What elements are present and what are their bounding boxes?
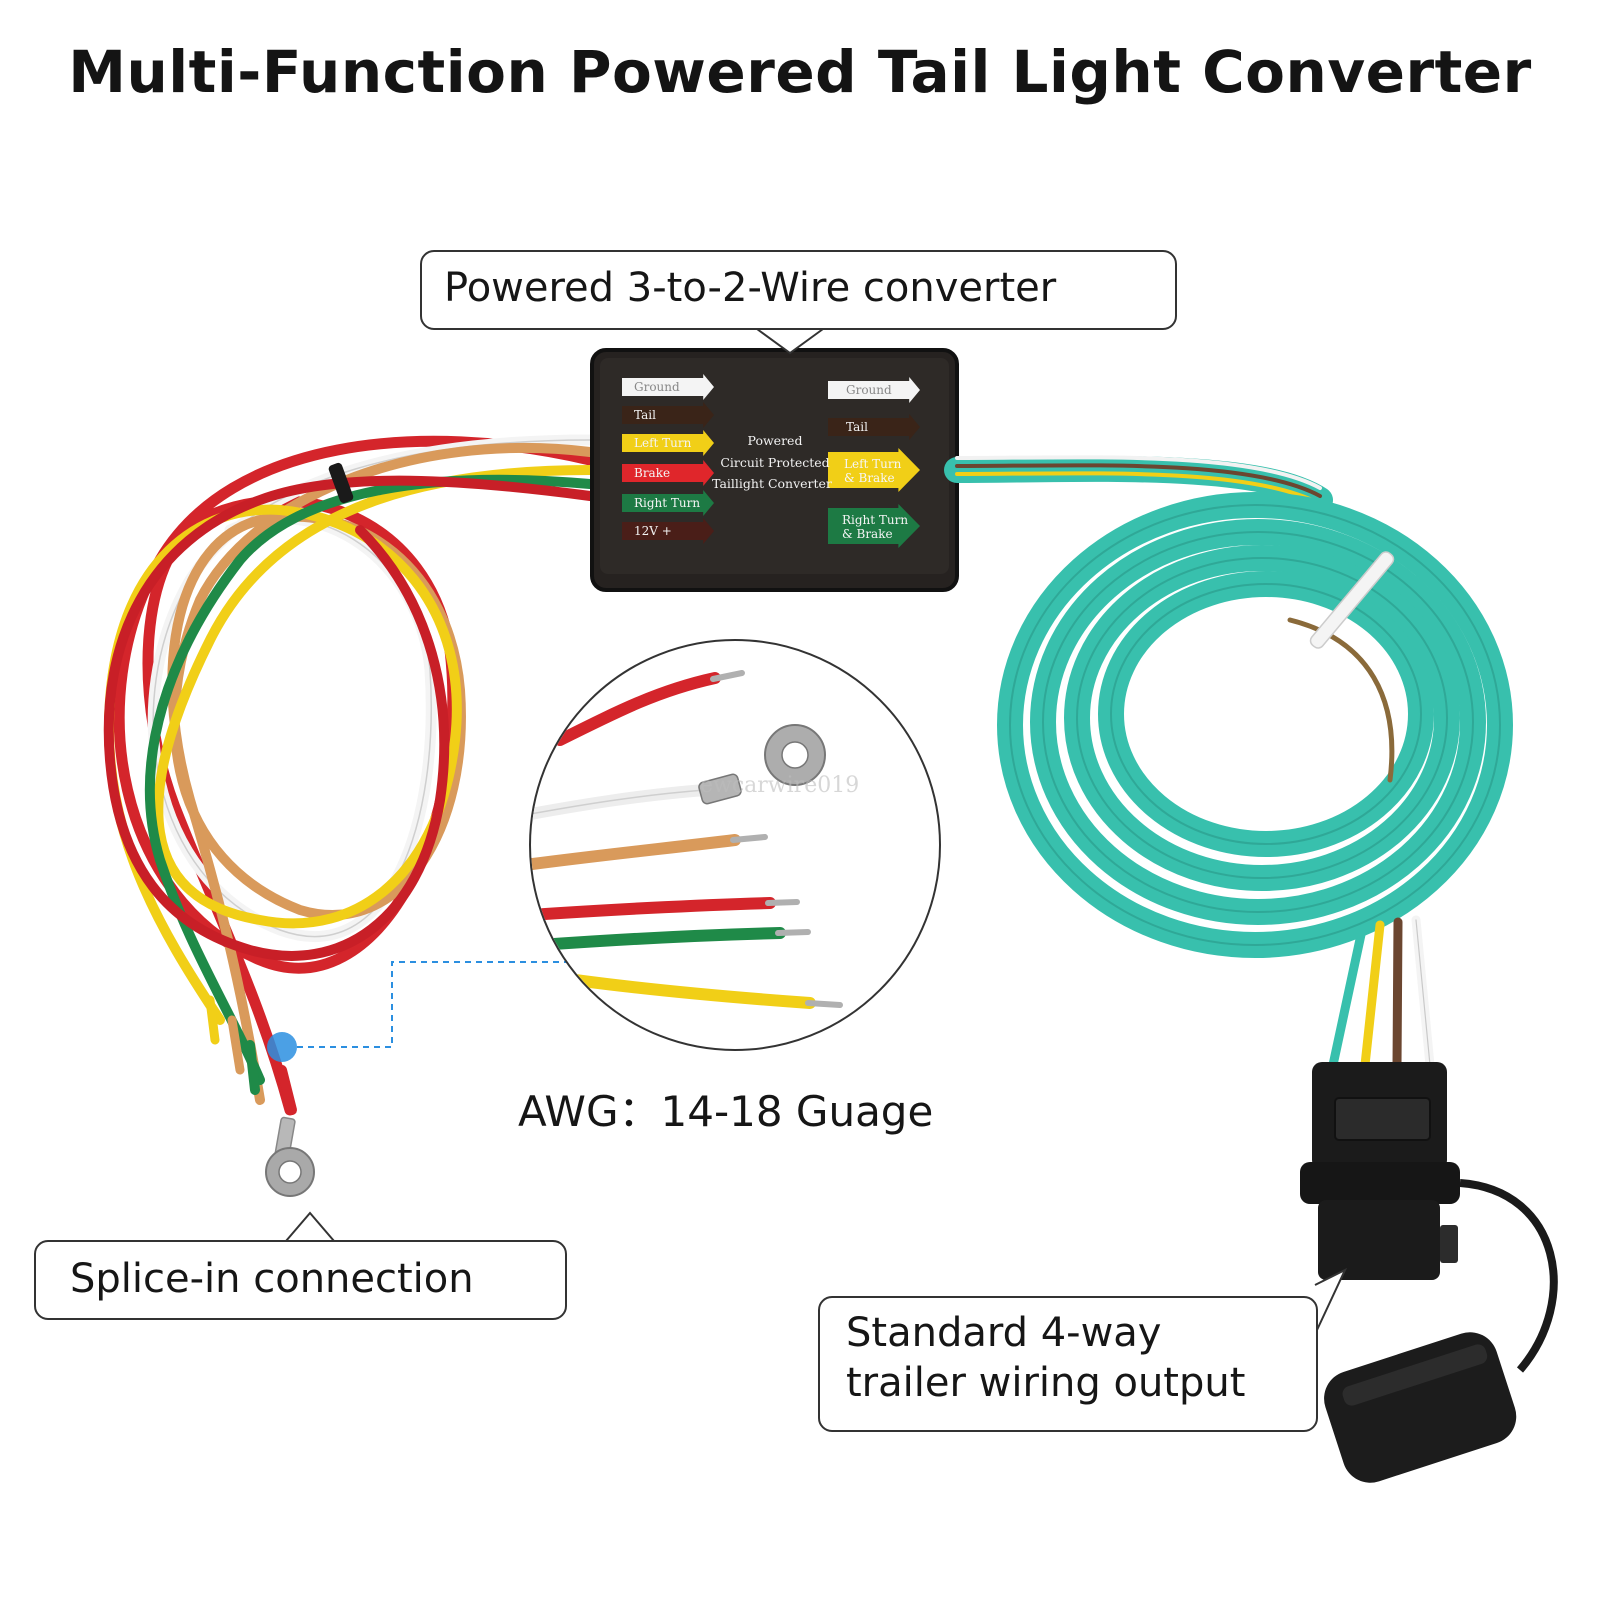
input-label-1: Tail — [634, 408, 656, 422]
input-arrow-2 — [622, 430, 714, 456]
output-label-right-2: & Brake — [842, 527, 893, 541]
wire-green — [144, 474, 595, 1085]
coil-loop-3 — [1064, 545, 1460, 891]
input-label-2: Left Turn — [634, 436, 692, 450]
input-arrow-5 — [622, 518, 714, 544]
splice-callout: Splice-in connection — [34, 1240, 567, 1320]
output-arrow-right-brake — [828, 504, 920, 548]
coil-zip-tie — [1309, 551, 1395, 649]
dust-cap — [1324, 1332, 1517, 1483]
input-label-3: Brake — [634, 466, 670, 480]
wire-tan — [167, 442, 595, 1105]
input-label-0: Ground — [634, 380, 680, 394]
four-way-plug — [1300, 1062, 1558, 1483]
input-arrow-1 — [622, 402, 714, 428]
wire-gauge-detail: ewcarwire019 — [529, 639, 941, 1051]
wire-red-2 — [103, 475, 595, 961]
awg-label: AWG：14-18 Guage — [518, 1087, 934, 1136]
detail-wire-red-bottom — [531, 897, 776, 921]
splice-marker — [267, 961, 580, 1062]
output-arrow-tail — [828, 414, 920, 440]
wire-end-green — [245, 1040, 260, 1095]
input-arrow-3 — [622, 460, 714, 486]
input-wire-bundle — [103, 434, 596, 1197]
coil-loop-4 — [1098, 571, 1434, 857]
input-arrow-4 — [622, 490, 714, 516]
box-text-line-2: Circuit Protected — [720, 455, 829, 470]
input-arrow-0 — [622, 374, 714, 400]
output-label-tail: Tail — [846, 420, 868, 434]
detail-wire-yellow — [569, 974, 816, 1009]
detail-wire-red-top — [554, 672, 721, 746]
watermark: ewcarwire019 — [700, 773, 859, 798]
output-callout: Standard 4-way trailer wiring output — [818, 1296, 1318, 1432]
output-callout-line-1: Standard 4-way — [846, 1310, 1162, 1356]
converter-callout: Powered 3-to-2-Wire converter — [420, 250, 1177, 330]
output-arrow-ground — [828, 377, 920, 403]
callout-pointers — [285, 328, 1348, 1346]
wire-end-yellow — [205, 995, 220, 1045]
output-callout-line-2: trailer wiring output — [846, 1360, 1246, 1406]
input-label-5: 12V + — [634, 524, 672, 538]
zip-tie — [328, 462, 354, 504]
output-label-left-2: & Brake — [844, 471, 895, 485]
output-wire-coil — [944, 455, 1513, 1070]
box-text-line-1: Powered — [748, 433, 803, 448]
detail-wire-green — [534, 927, 786, 951]
box-text-line-3: Taillight Converter — [712, 476, 832, 491]
output-label-ground: Ground — [846, 383, 892, 397]
output-label-left-1: Left Turn — [844, 457, 902, 471]
input-label-4: Right Turn — [634, 496, 700, 510]
wire-end-tan — [227, 1015, 245, 1075]
output-flat-wire — [944, 455, 1333, 513]
detail-wire-tan — [531, 834, 741, 871]
coil-brown-edge — [1287, 617, 1395, 783]
output-label-right-1: Right Turn — [842, 513, 908, 527]
wire-end-red — [277, 1065, 297, 1115]
page-title: Multi-Function Powered Tail Light Conver… — [68, 38, 1532, 106]
output-arrow-left-brake — [828, 448, 920, 492]
